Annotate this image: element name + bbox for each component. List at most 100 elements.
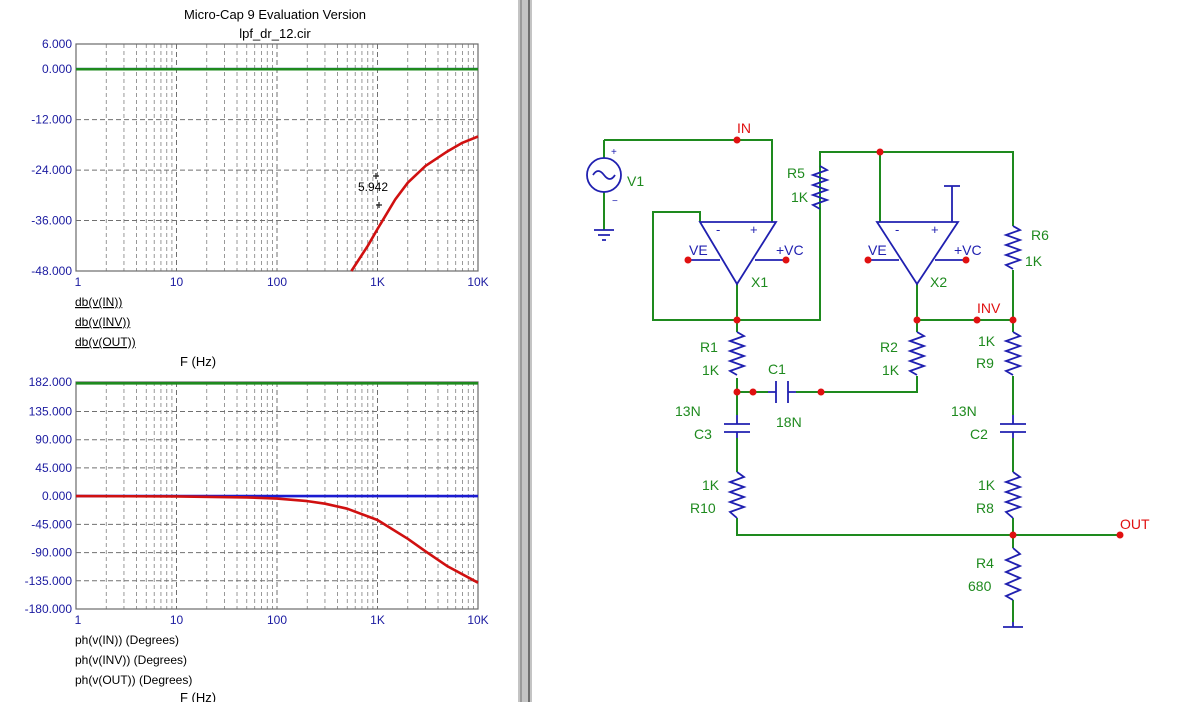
- c1-value[interactable]: 18N: [776, 414, 802, 430]
- measurement-cursor[interactable]: 5.942: [358, 173, 388, 208]
- c1-name[interactable]: C1: [768, 361, 786, 377]
- cursor-value-label: 5.942: [358, 180, 388, 194]
- resistor-r1-symbol[interactable]: [727, 331, 747, 376]
- capacitor-c1-symbol[interactable]: [768, 381, 796, 403]
- resistor-r6-symbol[interactable]: [1003, 225, 1023, 270]
- x-tick-label: 100: [267, 613, 287, 627]
- sine-icon: [592, 170, 616, 180]
- opamp-x1-plus-pin: +: [750, 222, 758, 237]
- node-dot: [782, 256, 790, 264]
- r8-value[interactable]: 1K: [978, 477, 996, 493]
- capacitor-c2-symbol[interactable]: [1000, 415, 1026, 438]
- legend-ph-out[interactable]: ph(v(OUT)) (Degrees): [75, 673, 192, 687]
- schematic-canvas[interactable]: IN INV OUT V1 + − - + VE +VC X1 - + VE +…: [532, 0, 1182, 702]
- y-tick-label: -135.000: [25, 574, 73, 588]
- resistor-r8-symbol[interactable]: [1003, 471, 1023, 519]
- x-tick-label: 10K: [467, 275, 488, 289]
- r10-name[interactable]: R10: [690, 500, 716, 516]
- y-tick-label: -24.000: [31, 163, 72, 177]
- opamp-x1-ve: VE: [689, 242, 708, 258]
- resistor-r10-symbol[interactable]: [727, 471, 747, 519]
- capacitor-c3-symbol[interactable]: [724, 415, 750, 438]
- y-tick-label: -180.000: [25, 602, 73, 616]
- source-minus-sign: −: [612, 196, 618, 207]
- phase-plot[interactable]: 182.000135.00090.00045.0000.000-45.000-9…: [25, 375, 489, 627]
- c3-name[interactable]: C3: [694, 426, 712, 442]
- r1-value[interactable]: 1K: [702, 362, 720, 378]
- x-tick-label: 1K: [370, 613, 385, 627]
- node-label-in[interactable]: IN: [737, 120, 751, 136]
- c2-name[interactable]: C2: [970, 426, 988, 442]
- node-dot: [684, 256, 692, 264]
- r5-name[interactable]: R5: [787, 165, 805, 181]
- c3-value[interactable]: 13N: [675, 403, 701, 419]
- schematic-labels: IN INV OUT V1 + − - + VE +VC X1 - + VE +…: [611, 120, 1150, 594]
- r2-value[interactable]: 1K: [882, 362, 900, 378]
- x-tick-label: 10: [170, 613, 184, 627]
- legend-db-in[interactable]: db(v(IN)): [75, 295, 122, 309]
- opamp-x2-symbol[interactable]: [875, 221, 960, 286]
- node-label-inv[interactable]: INV: [977, 300, 1001, 316]
- source-label-v1[interactable]: V1: [627, 173, 644, 189]
- r9-value[interactable]: 1K: [978, 333, 996, 349]
- resistor-r5-symbol[interactable]: [810, 165, 830, 210]
- source-v1-symbol[interactable]: [586, 157, 622, 193]
- cursor-marker[interactable]: [373, 173, 379, 179]
- r10-value[interactable]: 1K: [702, 477, 720, 493]
- opamp-x2-minus-pin: -: [895, 222, 899, 237]
- r1-name[interactable]: R1: [700, 339, 718, 355]
- node-dot: [1116, 531, 1124, 539]
- y-tick-label: 0.000: [42, 489, 72, 503]
- node-dot: [1009, 316, 1017, 324]
- r2-name[interactable]: R2: [880, 339, 898, 355]
- opamp-x2-label[interactable]: X2: [930, 274, 947, 290]
- node-dot: [876, 148, 884, 156]
- magnitude-legend: db(v(IN)) db(v(INV)) db(v(OUT)) F (Hz): [75, 295, 216, 369]
- r5-value[interactable]: 1K: [791, 189, 809, 205]
- legend-ph-inv[interactable]: ph(v(INV)) (Degrees): [75, 653, 187, 667]
- x-tick-label: 1: [75, 275, 82, 289]
- ground-icon-v1: [594, 229, 614, 241]
- r4-value[interactable]: 680: [968, 578, 992, 594]
- ground-icon-x2: [944, 185, 960, 222]
- r8-name[interactable]: R8: [976, 500, 994, 516]
- opamp-x1-symbol[interactable]: [698, 221, 778, 286]
- y-tick-label: -48.000: [31, 264, 72, 278]
- y-tick-label: 182.000: [29, 375, 73, 389]
- r4-name[interactable]: R4: [976, 555, 994, 571]
- legend-ph-in[interactable]: ph(v(IN)) (Degrees): [75, 633, 179, 647]
- pane-splitter[interactable]: [518, 0, 532, 702]
- y-tick-label: -12.000: [31, 113, 72, 127]
- x-tick-label: 10K: [467, 613, 488, 627]
- schematic-pane[interactable]: IN INV OUT V1 + − - + VE +VC X1 - + VE +…: [532, 0, 1182, 702]
- y-tick-label: 45.000: [35, 461, 72, 475]
- r9-name[interactable]: R9: [976, 355, 994, 371]
- y-tick-label: 0.000: [42, 62, 72, 76]
- ground-icon-r4: [1003, 622, 1023, 628]
- series-line-ph-out[interactable]: [75, 494, 479, 584]
- x-tick-label: 10: [170, 275, 184, 289]
- node-label-out[interactable]: OUT: [1120, 516, 1150, 532]
- legend-db-inv[interactable]: db(v(INV)): [75, 315, 130, 329]
- y-tick-label: -36.000: [31, 214, 72, 228]
- r6-value[interactable]: 1K: [1025, 253, 1043, 269]
- y-tick-label: -45.000: [31, 517, 72, 531]
- r6-name[interactable]: R6: [1031, 227, 1049, 243]
- opamp-x2-plus-pin: +: [931, 222, 939, 237]
- resistor-r9-symbol[interactable]: [1003, 331, 1023, 376]
- c2-value[interactable]: 13N: [951, 403, 977, 419]
- magnitude-x-axis-label: F (Hz): [180, 354, 216, 369]
- legend-db-out[interactable]: db(v(OUT)): [75, 335, 136, 349]
- resistor-r4-symbol[interactable]: [1003, 547, 1023, 601]
- schematic-wires: [603, 139, 1120, 622]
- opamp-x1-label[interactable]: X1: [751, 274, 768, 290]
- series-line-db-out[interactable]: [350, 135, 479, 272]
- y-tick-label: 90.000: [35, 433, 72, 447]
- resistor-r2-symbol[interactable]: [907, 331, 927, 376]
- cursor-marker[interactable]: [376, 202, 382, 208]
- node-dot: [973, 316, 981, 324]
- x-tick-label: 1K: [370, 275, 385, 289]
- node-dot: [962, 256, 970, 264]
- opamp-x1-vc: +VC: [776, 242, 804, 258]
